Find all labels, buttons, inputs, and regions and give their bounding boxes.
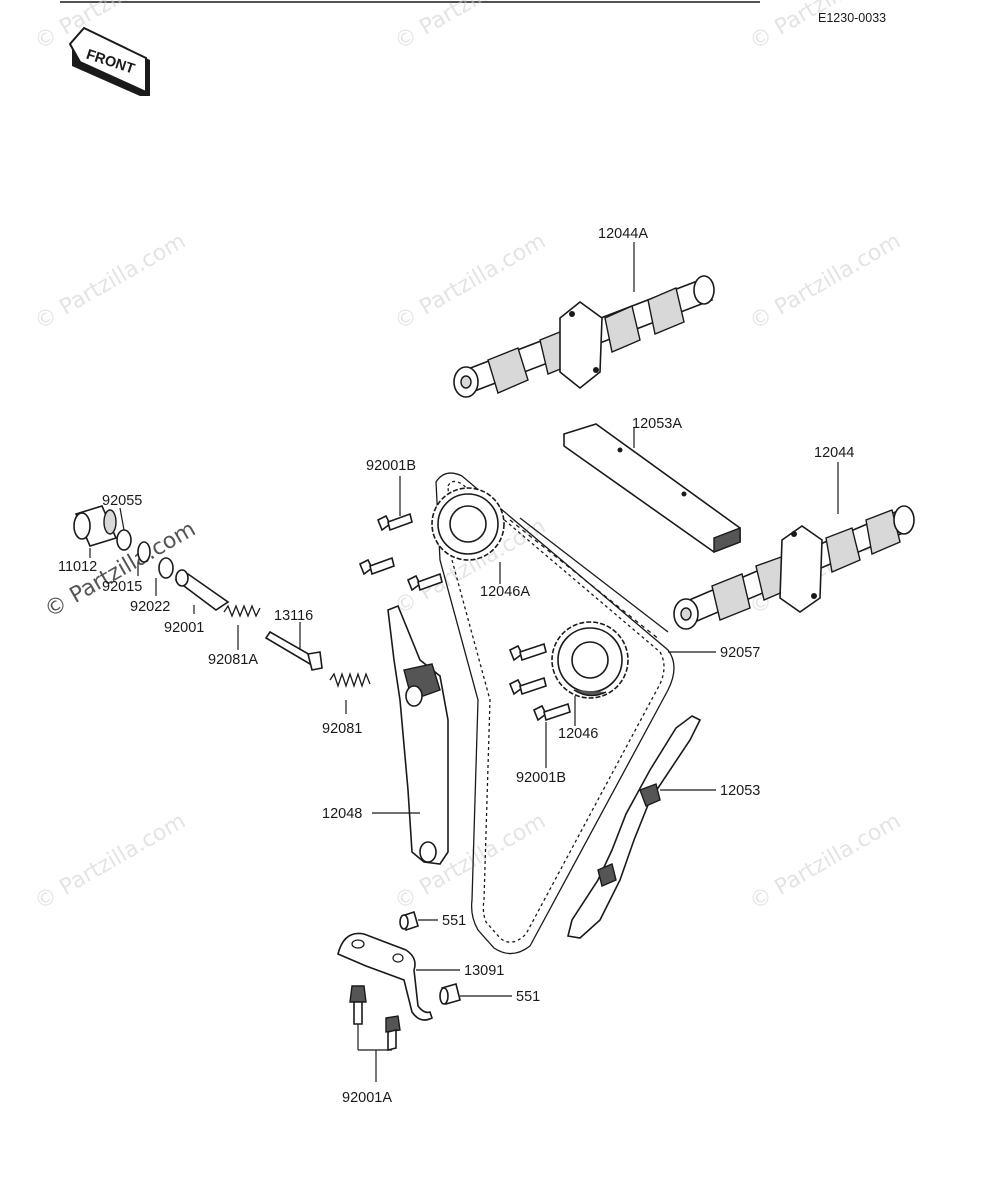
label-92001B-bottom: 92001B xyxy=(516,770,566,786)
bracket-13091 xyxy=(337,932,433,1021)
label-92081A: 92081A xyxy=(208,652,258,668)
label-92015: 92015 xyxy=(102,579,142,595)
watermark-3: © Partzilla.com xyxy=(746,0,906,55)
watermark-6: © Partzilla.com xyxy=(746,229,906,336)
label-92055: 92055 xyxy=(102,493,142,509)
label-12046A: 12046A xyxy=(480,584,530,600)
watermarks: © Partzilla.com © Partzilla.com © Partzi… xyxy=(31,0,906,915)
label-92001B-top: 92001B xyxy=(366,458,416,474)
rod-13116 xyxy=(264,630,323,671)
collar-551-b xyxy=(439,983,461,1005)
label-11012: 11012 xyxy=(58,559,97,575)
bolts-92001B-bottom xyxy=(508,642,571,722)
label-13091: 13091 xyxy=(464,963,504,979)
bolts-92001B-top xyxy=(358,512,443,592)
label-12044A: 12044A xyxy=(598,226,648,242)
label-551-a: 551 xyxy=(442,913,466,929)
label-92057: 92057 xyxy=(720,645,760,661)
label-13116: 13116 xyxy=(274,608,313,624)
watermark-2: © Partzilla.com xyxy=(391,0,551,55)
label-551-b: 551 xyxy=(516,989,540,1005)
tensioner-body-11012 xyxy=(73,505,118,547)
watermark-4: © Partzilla.com xyxy=(31,229,191,336)
label-12048: 12048 xyxy=(322,806,362,822)
front-arrow-icon: FRONT xyxy=(68,26,150,96)
leader-92055 xyxy=(119,507,125,531)
label-12053: 12053 xyxy=(720,783,760,799)
o-ring-92022 xyxy=(158,557,174,579)
chain-guide-12053 xyxy=(567,715,702,939)
camshaft-12044A xyxy=(453,275,715,398)
label-92001: 92001 xyxy=(164,620,204,636)
sprocket-12046A xyxy=(431,487,505,561)
washer-92015 xyxy=(137,541,151,563)
plunger-92001 xyxy=(174,569,230,611)
watermark-5: © Partzilla.com xyxy=(391,229,551,336)
diagram-code: E1230-0033 xyxy=(818,11,886,25)
camshaft-12044 xyxy=(673,505,915,630)
watermark-10: © Partzilla.com xyxy=(31,809,191,916)
sprocket-12046 xyxy=(551,621,629,699)
o-ring-92055 xyxy=(116,529,132,551)
label-12044: 12044 xyxy=(814,445,854,461)
label-12053A: 12053A xyxy=(632,416,682,432)
spring-92081A xyxy=(223,604,261,618)
tensioner-guide-12048 xyxy=(387,604,449,865)
cam-chain xyxy=(435,472,675,955)
label-92022: 92022 xyxy=(130,599,170,615)
chain-guide-12053A xyxy=(563,423,741,554)
label-92001A: 92001A xyxy=(342,1090,392,1106)
collar-551-a xyxy=(399,910,419,932)
spring-92081 xyxy=(329,671,371,689)
bolts-92001A xyxy=(349,985,401,1052)
leader-92001A xyxy=(357,1024,392,1082)
label-92081: 92081 xyxy=(322,721,362,737)
watermark-12: © Partzilla.com xyxy=(746,809,906,916)
label-12046: 12046 xyxy=(558,726,598,742)
